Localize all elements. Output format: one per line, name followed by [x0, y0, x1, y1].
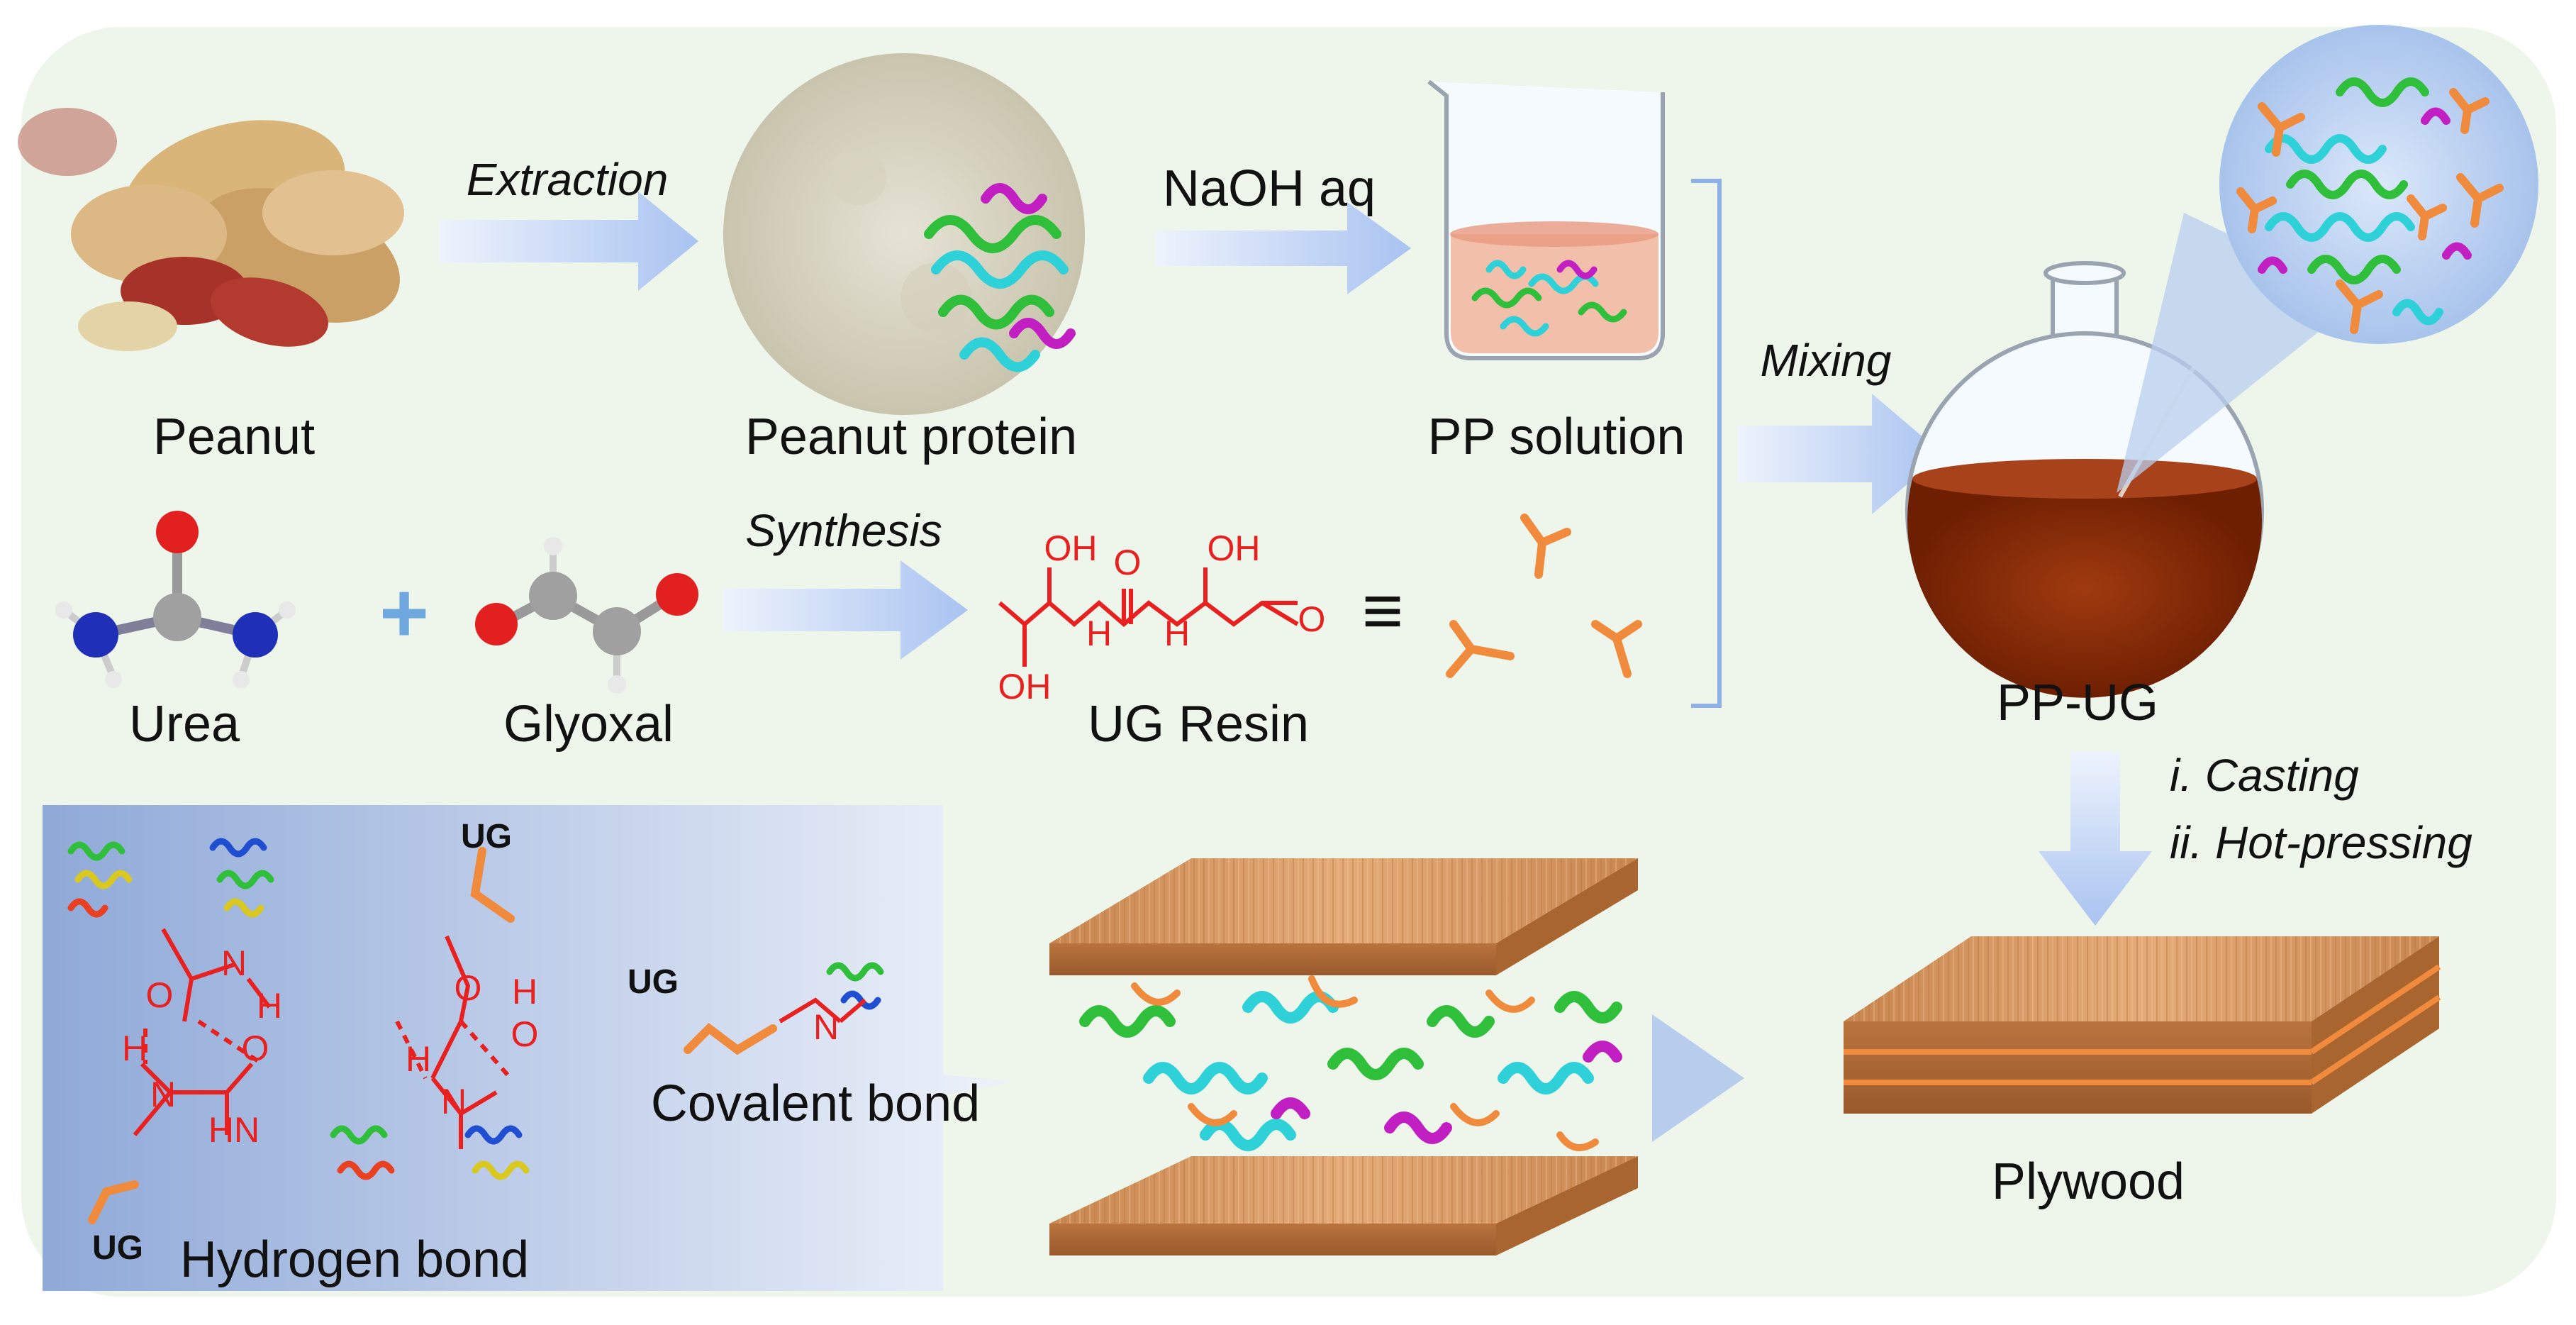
resin-oh-bottom: OH: [998, 667, 1052, 706]
plywood-image: [1844, 936, 2441, 1114]
label-peanut: Peanut: [153, 409, 315, 465]
mixing-arrow: [1737, 394, 1943, 514]
resin-h-left: H: [1086, 614, 1112, 653]
label-glyoxal: Glyoxal: [503, 696, 674, 753]
resin-o-aldehyde: O: [1298, 599, 1326, 639]
extraction-arrow: [440, 192, 698, 291]
hb-o-right-lower: O: [511, 1014, 539, 1054]
hb-h-lower: H: [122, 1029, 147, 1068]
hydrogen-bond-structure: [133, 928, 513, 1149]
label-mixing: Mixing: [1761, 335, 1892, 386]
label-synthesis: Synthesis: [745, 505, 942, 556]
equivalent-sign: ≡: [1362, 571, 1403, 650]
label-hot-pressing: ii. Hot-pressing: [2170, 817, 2472, 868]
label-naoh: NaOH aq: [1163, 160, 1376, 217]
hb-n-lower: N: [150, 1075, 176, 1114]
covalent-bond-structure: [779, 997, 866, 1024]
plywood-arrow: [1652, 1014, 1744, 1142]
zoom-circle: [2219, 25, 2538, 344]
hb-h-right-lower: H: [406, 1039, 431, 1079]
label-plywood: Plywood: [1992, 1153, 2185, 1210]
hb-h-left: H: [257, 986, 282, 1026]
label-pp-solution: PP solution: [1428, 409, 1685, 465]
label-ug-resin: UG Resin: [1088, 696, 1309, 753]
hb-o-lower: O: [242, 1029, 269, 1068]
naoh-arrow: [1156, 202, 1411, 294]
label-covalent-bond: Covalent bond: [651, 1075, 980, 1132]
wood-sandwich: [1049, 858, 1638, 1255]
hb-o-right: O: [455, 968, 482, 1008]
hb-h-right: H: [512, 972, 537, 1011]
ug-resin-symbols: [1446, 514, 1642, 678]
hb-n-right: N: [441, 1082, 467, 1121]
label-urea: Urea: [129, 696, 240, 753]
glyoxal-molecule: [475, 537, 698, 694]
peanut-protein-image: [723, 53, 1085, 415]
hb-o-left: O: [146, 975, 174, 1015]
resin-o-carbonyl: O: [1114, 543, 1142, 582]
mixing-bracket: [1691, 179, 1722, 708]
synthesis-arrow: [723, 560, 968, 660]
ug-resin-structure: [998, 567, 1299, 667]
label-hydrogen-bond: Hydrogen bond: [180, 1231, 529, 1288]
ug-label-covalent: UG: [628, 963, 679, 1001]
flask-image: [1905, 261, 2264, 698]
ug-label-left: UG: [92, 1229, 143, 1267]
casting-arrow: [2039, 752, 2152, 926]
beaker-image: [1427, 79, 1665, 360]
hb-hn-lower: HN: [208, 1110, 260, 1150]
label-peanut-protein: Peanut protein: [745, 409, 1077, 465]
resin-h-right: H: [1164, 614, 1190, 653]
resin-oh-top-right: OH: [1208, 528, 1261, 568]
bond-panel: [43, 805, 1014, 1291]
urea-molecule: [55, 511, 296, 688]
protein-clusters: [67, 838, 884, 1180]
ug-label-top: UG: [461, 818, 512, 855]
hb-n-left: N: [221, 943, 247, 983]
ug-chains: [88, 847, 777, 1224]
label-extraction: Extraction: [467, 154, 669, 205]
label-casting: i. Casting: [2170, 750, 2359, 801]
plus-sign: +: [379, 565, 429, 660]
resin-oh-top-left: OH: [1044, 528, 1098, 568]
peanut-image: [18, 108, 404, 351]
label-pp-ug: PP-UG: [1997, 675, 2158, 731]
covalent-n: N: [813, 1007, 839, 1047]
